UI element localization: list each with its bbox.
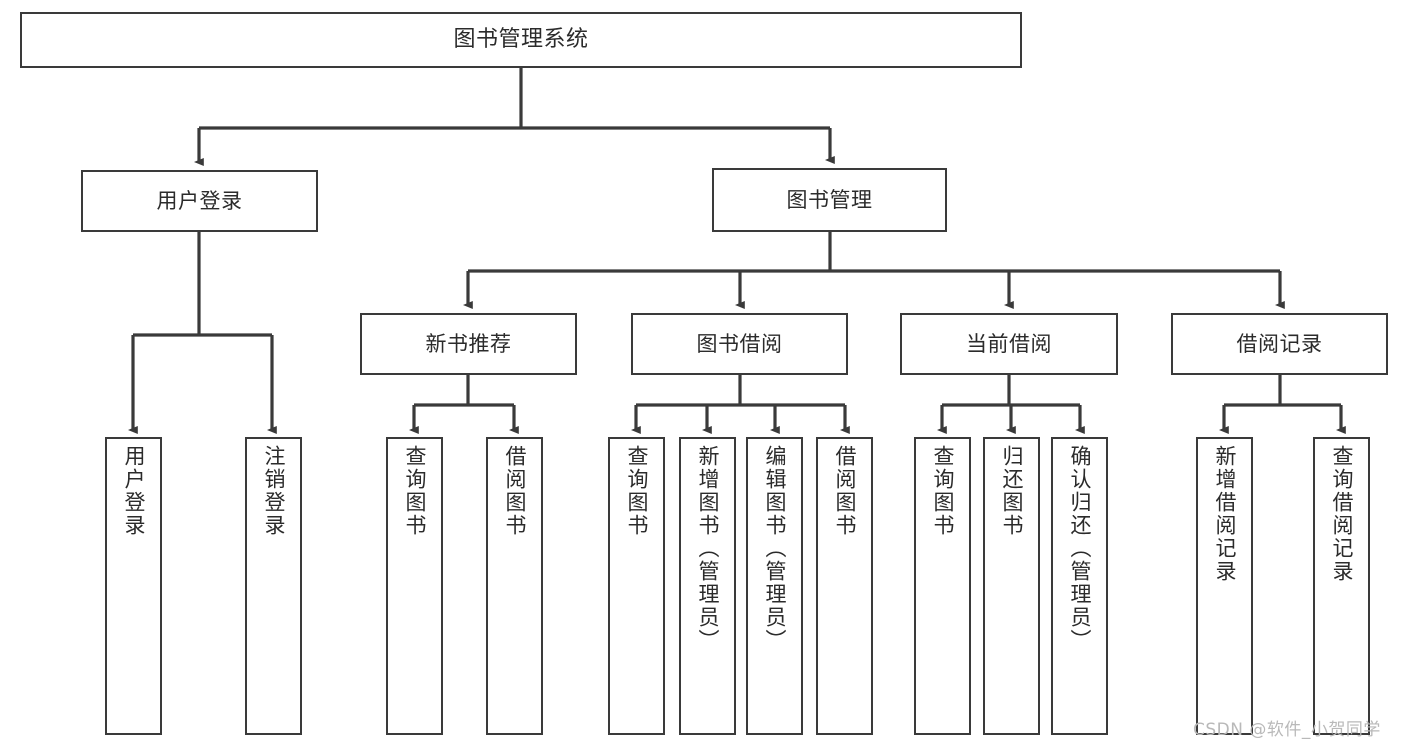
node-borrow-record-label: 借阅记录: [1236, 331, 1323, 356]
node-book-borrow-label: 图书借阅: [696, 331, 783, 356]
leaf-query-book-current[interactable]: 查询图书: [914, 437, 971, 735]
leaf-user-login-label: 用户登录: [122, 445, 146, 537]
leaf-query-book-borrow-label: 查询图书: [625, 445, 649, 537]
leaf-borrow-book-label: 借阅图书: [833, 445, 857, 537]
node-book-borrow[interactable]: 图书借阅: [631, 313, 848, 375]
leaf-user-login[interactable]: 用户登录: [105, 437, 162, 735]
leaf-query-book-borrow[interactable]: 查询图书: [608, 437, 665, 735]
leaf-borrow-book-recommend-label: 借阅图书: [503, 445, 527, 537]
leaf-query-book-recommend-label: 查询图书: [403, 445, 427, 537]
node-new-book-recommend-label: 新书推荐: [425, 331, 512, 356]
leaf-query-borrow-record-label: 查询借阅记录: [1330, 445, 1354, 583]
node-current-borrow-label: 当前借阅: [966, 331, 1052, 356]
leaf-add-book-admin[interactable]: 新增图书（管理员）: [679, 437, 736, 735]
leaf-add-borrow-record[interactable]: 新增借阅记录: [1196, 437, 1253, 735]
node-root-label: 图书管理系统: [453, 27, 589, 53]
node-borrow-record[interactable]: 借阅记录: [1171, 313, 1388, 375]
leaf-borrow-book-recommend[interactable]: 借阅图书: [486, 437, 543, 735]
leaf-borrow-book[interactable]: 借阅图书: [816, 437, 873, 735]
leaf-query-book-current-label: 查询图书: [931, 445, 955, 537]
leaf-return-book-label: 归还图书: [1000, 445, 1024, 537]
leaf-query-book-recommend[interactable]: 查询图书: [386, 437, 443, 735]
node-user-login-label: 用户登录: [156, 188, 243, 213]
node-current-borrow[interactable]: 当前借阅: [900, 313, 1118, 375]
node-book-management-label: 图书管理: [786, 187, 873, 212]
leaf-query-borrow-record[interactable]: 查询借阅记录: [1313, 437, 1370, 735]
node-book-management[interactable]: 图书管理: [712, 168, 947, 232]
leaf-confirm-return-admin-label: 确认归还（管理员）: [1068, 445, 1092, 652]
csdn-watermark: CSDN @软件_小贺同学: [1193, 720, 1381, 740]
leaf-add-borrow-record-label: 新增借阅记录: [1213, 445, 1237, 583]
node-new-book-recommend[interactable]: 新书推荐: [360, 313, 577, 375]
node-root[interactable]: 图书管理系统: [20, 12, 1022, 68]
leaf-logout[interactable]: 注销登录: [245, 437, 302, 735]
node-user-login[interactable]: 用户登录: [81, 170, 318, 232]
leaf-edit-book-admin-label: 编辑图书（管理员）: [763, 445, 787, 652]
leaf-add-book-admin-label: 新增图书（管理员）: [696, 445, 720, 652]
leaf-confirm-return-admin[interactable]: 确认归还（管理员）: [1051, 437, 1108, 735]
leaf-edit-book-admin[interactable]: 编辑图书（管理员）: [746, 437, 803, 735]
leaf-logout-label: 注销登录: [262, 445, 286, 537]
leaf-return-book[interactable]: 归还图书: [983, 437, 1040, 735]
